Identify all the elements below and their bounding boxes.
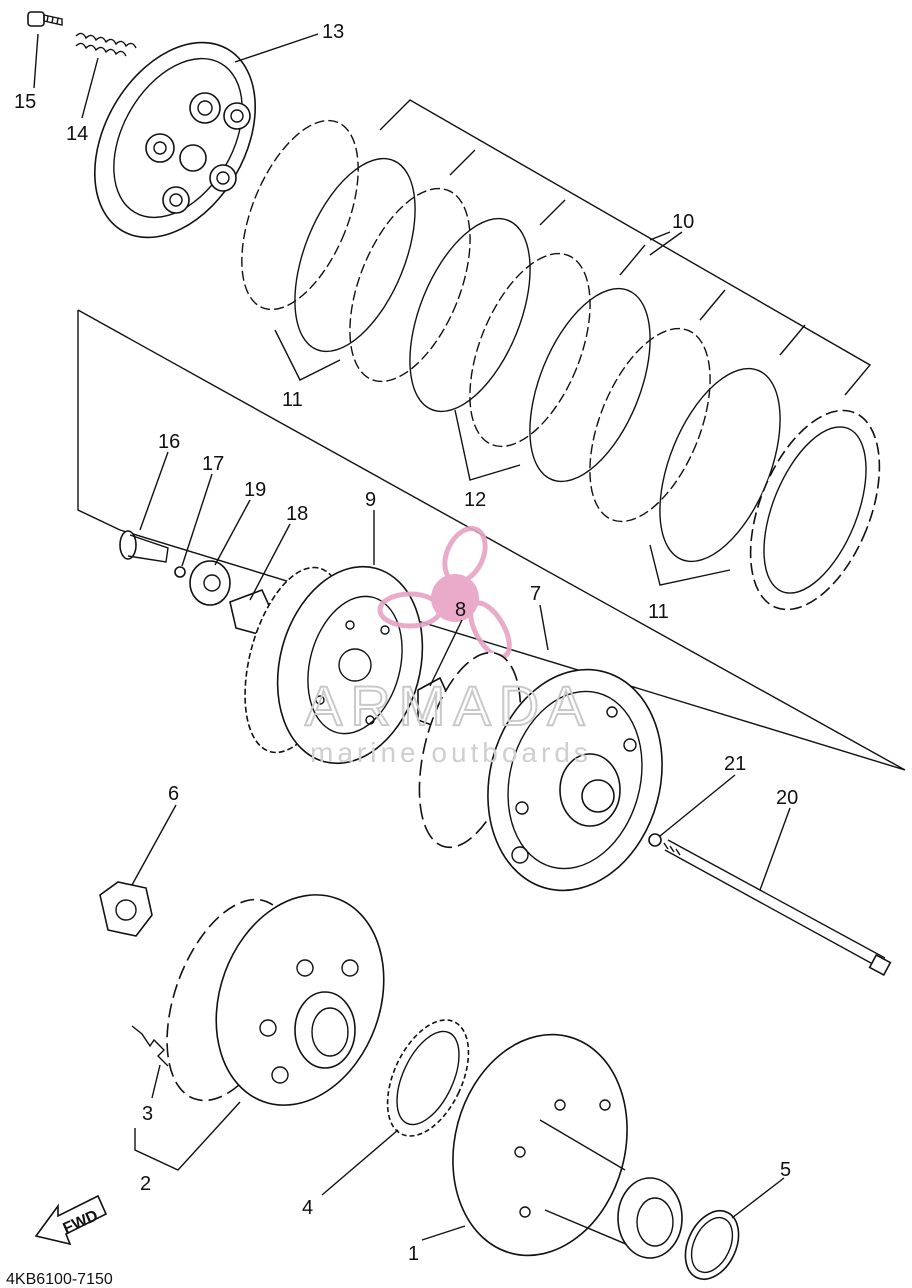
label-8: 8 [455, 599, 466, 621]
bolt-15 [27, 11, 63, 27]
bearing-4 [386, 1019, 470, 1137]
bracket-10 [379, 99, 872, 396]
label-14: 14 [66, 123, 88, 145]
label-2: 2 [140, 1173, 151, 1195]
leader-lines [33, 33, 791, 1241]
label-7: 7 [530, 583, 541, 605]
assembly-frame [77, 309, 906, 771]
o-ring-5 [684, 1210, 740, 1280]
pressure-plate-13 [94, 41, 256, 239]
callout-labels: 15 14 13 10 11 12 11 16 17 19 18 9 8 7 2… [14, 21, 798, 1265]
nut-6 [99, 881, 153, 937]
label-4: 4 [302, 1197, 313, 1219]
label-15: 15 [14, 91, 36, 113]
label-3: 3 [142, 1103, 153, 1125]
one-way-clutch-2 [166, 894, 385, 1106]
diagram-code: 4KB6100-7150 [6, 1271, 113, 1288]
label-16: 16 [158, 431, 180, 453]
label-21: 21 [724, 753, 746, 775]
label-12: 12 [464, 489, 486, 511]
label-6: 6 [168, 783, 179, 805]
label-20: 20 [776, 787, 798, 809]
label-9: 9 [365, 489, 376, 511]
bracket-11-upper [274, 329, 341, 381]
starter-wheel-1 [452, 1033, 683, 1259]
bracket-11-lower [649, 544, 731, 586]
o-ring-5-inner [690, 1216, 734, 1274]
label-5: 5 [780, 1159, 791, 1181]
friction-plate-stack [241, 119, 881, 611]
watermark-title: ARMADA [305, 674, 593, 737]
fwd-arrow: FWD [34, 1194, 108, 1246]
nut-19 [189, 560, 231, 606]
ball-17 [174, 566, 186, 578]
label-18: 18 [286, 503, 308, 525]
pin-16 [119, 530, 169, 563]
label-11-upper: 11 [282, 389, 303, 411]
spring-3 [131, 1025, 169, 1067]
push-rod-20 [663, 839, 892, 977]
watermark-subtitle: marine outboards [310, 737, 592, 768]
clutch-housing-7 [418, 651, 663, 892]
label-11-lower: 11 [648, 601, 669, 623]
ball-21 [648, 833, 662, 847]
label-10: 10 [672, 211, 694, 233]
label-1: 1 [408, 1243, 419, 1265]
watermark-logo [377, 526, 512, 660]
spring-14 [75, 32, 137, 57]
label-17: 17 [202, 453, 224, 475]
primary-driven-gear-9 [244, 565, 424, 765]
label-13: 13 [322, 21, 344, 43]
label-19: 19 [244, 479, 266, 501]
bracket-12 [454, 409, 521, 481]
